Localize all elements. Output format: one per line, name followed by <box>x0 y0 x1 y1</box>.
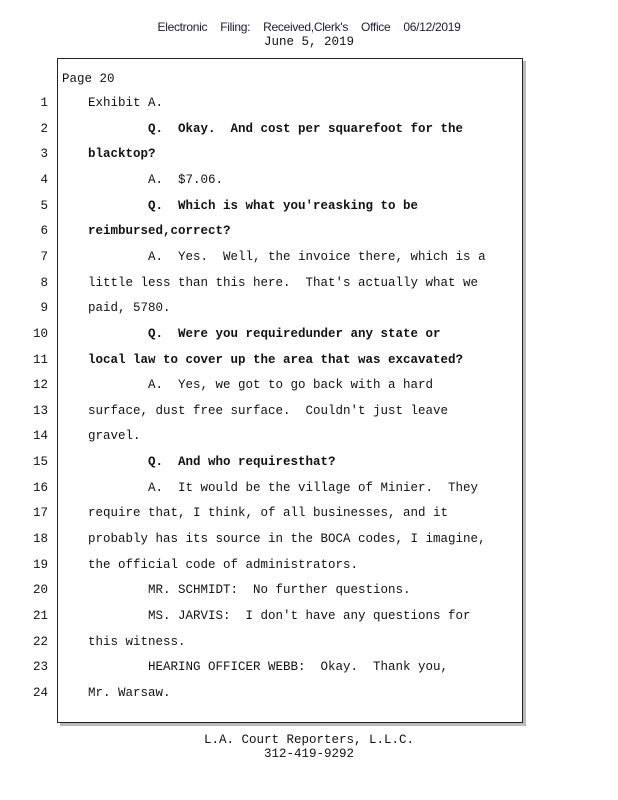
line-number: 8 <box>40 275 48 290</box>
transcript-line: Q. Which is what you'reasking to be <box>88 198 419 213</box>
line-number: 24 <box>32 685 48 700</box>
line-number: 18 <box>32 532 48 547</box>
transcript-date: June 5, 2019 <box>263 35 354 49</box>
transcript-line: Q. Okay. And cost per squarefoot for the <box>88 121 464 136</box>
transcript-line: MR. SCHMIDT: No further questions. <box>88 583 411 598</box>
line-number: 14 <box>32 429 48 444</box>
line-number: 16 <box>32 480 48 495</box>
transcript-line: reimbursed,correct? <box>88 224 231 239</box>
line-number: 3 <box>40 147 48 162</box>
line-number: 10 <box>32 326 48 341</box>
transcript-line: Q. And who requiresthat? <box>88 455 336 470</box>
transcript-line: surface, dust free surface. Couldn't jus… <box>88 403 449 418</box>
footer-company: L.A. Court Reporters, L.L.C. <box>203 733 415 747</box>
line-number: 21 <box>32 609 48 623</box>
transcript-line: HEARING OFFICER WEBB: Okay. Thank you, <box>88 660 449 675</box>
line-number: 2 <box>40 121 48 136</box>
transcript-line: paid, 5780. <box>88 301 171 316</box>
transcript-line: blacktop? <box>88 147 156 162</box>
footer-phone: 312-419-9292 <box>263 747 354 761</box>
transcript-line: Exhibit A. <box>88 96 164 110</box>
line-number: 19 <box>32 557 48 572</box>
line-number: 9 <box>40 301 48 316</box>
line-number: 20 <box>32 583 48 598</box>
line-number: 17 <box>32 506 48 521</box>
line-number: 7 <box>40 249 48 264</box>
transcript-line: A. $7.06. <box>88 172 224 187</box>
transcript-line: MS. JARVIS: I don't have any questions f… <box>88 609 471 623</box>
filing-stamp: Electronic Filing: Received,Clerk's Offi… <box>157 20 461 34</box>
line-number: 11 <box>32 352 48 367</box>
transcript-line: A. Yes, we got to go back with a hard <box>88 378 434 393</box>
transcript-line: gravel. <box>88 429 141 444</box>
transcript-line: Q. Were you requiredunder any state or <box>88 326 441 341</box>
transcript-line: A. Yes. Well, the invoice there, which i… <box>88 249 486 264</box>
line-number: 6 <box>40 224 48 239</box>
transcript-line: little less than this here. That's actua… <box>88 275 479 290</box>
page-label: Page 20 <box>62 72 115 86</box>
transcript-line: Mr. Warsaw. <box>88 685 171 700</box>
line-number: 23 <box>32 660 48 675</box>
line-number: 22 <box>32 634 48 649</box>
transcript-page-frame <box>57 58 523 723</box>
line-number: 4 <box>40 172 48 187</box>
transcript-line: this witness. <box>88 634 186 649</box>
line-number: 15 <box>32 455 48 470</box>
line-number: 1 <box>40 96 48 110</box>
transcript-line: local law to cover up the area that was … <box>88 352 464 367</box>
transcript-line: the official code of administrators. <box>88 557 359 572</box>
line-number: 12 <box>32 378 48 393</box>
line-number: 5 <box>40 198 48 213</box>
line-number: 13 <box>32 403 48 418</box>
transcript-line: A. It would be the village of Minier. Th… <box>88 480 479 495</box>
transcript-line: require that, I think, of all businesses… <box>88 506 449 521</box>
transcript-line: probably has its source in the BOCA code… <box>88 532 486 547</box>
